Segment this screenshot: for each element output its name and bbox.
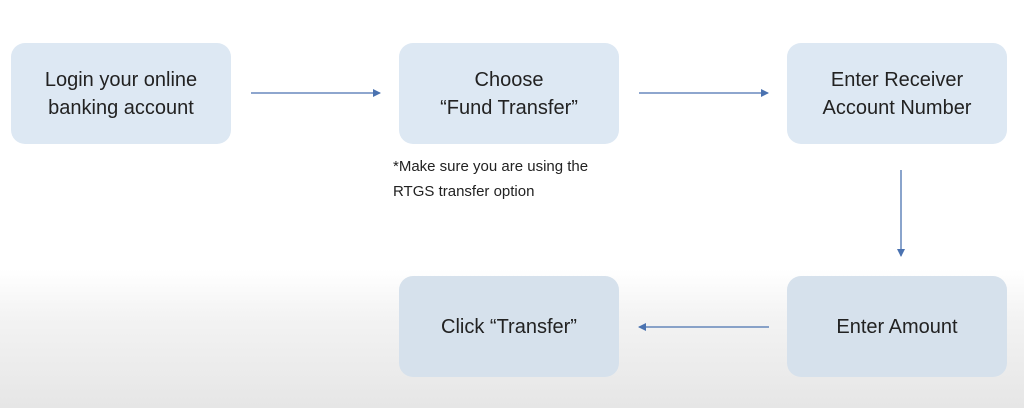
step-login-box: Login your online banking account bbox=[11, 43, 231, 144]
step-login-label: Login your online banking account bbox=[44, 68, 198, 119]
rtgs-note: *Make sure you are using the RTGS transf… bbox=[393, 158, 589, 200]
step-enter-amount-box: Enter Amount bbox=[787, 276, 1007, 377]
step-enter-amount-label: Enter Amount bbox=[836, 315, 958, 338]
step-choose-fund-transfer-box: Choose “Fund Transfer” bbox=[399, 43, 619, 144]
step-click-transfer-label: Click “Transfer” bbox=[441, 315, 577, 338]
step-choose-fund-transfer-label: Choose “Fund Transfer” bbox=[440, 68, 578, 119]
step-click-transfer-box: Click “Transfer” bbox=[399, 276, 619, 377]
step-enter-receiver-box: Enter Receiver Account Number bbox=[787, 43, 1007, 144]
step-enter-receiver-label: Enter Receiver Account Number bbox=[822, 68, 972, 119]
